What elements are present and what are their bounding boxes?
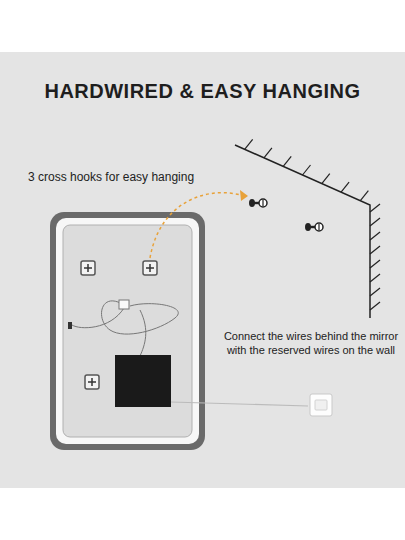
mirror-back — [50, 212, 205, 450]
wire — [102, 301, 179, 334]
wire-plug — [68, 322, 72, 329]
wall-hatch — [245, 139, 253, 149]
wire — [72, 308, 124, 328]
wall-switch — [310, 394, 332, 416]
wall-hatch — [341, 182, 349, 192]
wall-corner — [235, 139, 380, 318]
wire — [140, 310, 146, 356]
wall-hatch — [370, 232, 380, 240]
cross-hook — [85, 375, 99, 389]
arrow-head — [240, 190, 248, 201]
wall-hatch — [370, 204, 380, 212]
wall-screw — [305, 223, 323, 231]
wall-hatch — [283, 156, 291, 166]
driver-box — [115, 355, 171, 407]
hanging-arrow — [150, 193, 244, 258]
wall-hatch — [303, 165, 311, 175]
cross-hook — [143, 261, 157, 275]
wall-hatch — [264, 148, 272, 158]
wall-hatch — [360, 191, 368, 201]
wall-hatch — [370, 246, 380, 254]
wall-hatch — [370, 218, 380, 226]
cross-hook — [81, 261, 95, 275]
wall-hatch — [322, 174, 330, 184]
background-panel — [0, 52, 405, 488]
wall-hatch — [370, 274, 380, 282]
title: HARDWIRED & EASY HANGING — [0, 80, 405, 103]
wall-hatch — [370, 302, 380, 310]
hook-note: 3 cross hooks for easy hanging — [28, 170, 238, 185]
wiring-note: Connect the wires behind the mirror with… — [222, 330, 400, 358]
wall-hatch — [370, 260, 380, 268]
wall-hatch — [370, 288, 380, 296]
leader-line — [171, 402, 308, 406]
wall-screw — [249, 199, 267, 207]
wire-connector — [119, 300, 129, 309]
